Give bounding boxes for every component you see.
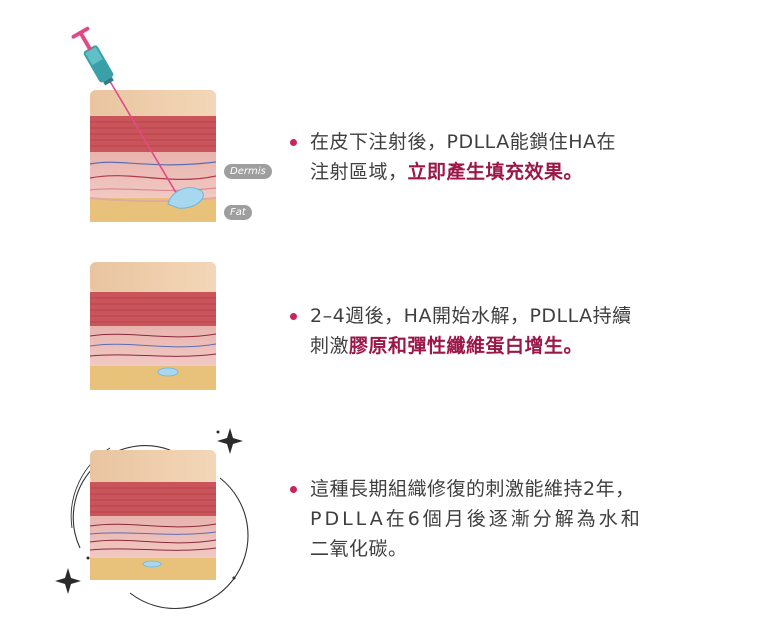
skin-layers-icon (89, 90, 217, 222)
syringe-icon (71, 26, 179, 197)
skin-cross-section-regeneration (55, 428, 249, 610)
step-3-text: 這種長期組織修復的刺激能維持2年， PDLLA在6個月後逐漸分解為水和 二氧化碳… (290, 474, 643, 564)
step-1-line-1: 在皮下注射後，PDLLA能鎖住HA在 (310, 131, 616, 153)
step-2-line-1: 2–4週後，HA開始水解，PDLLA持續 (310, 305, 632, 327)
step-2-line-2-text: 刺激 (310, 335, 350, 357)
fat-label: Fat (224, 205, 252, 220)
skin-cross-section-hydrolysis (90, 262, 216, 390)
ha-droplet-icon (157, 367, 179, 377)
bullet-dot (290, 139, 297, 146)
step-3-line-3: 二氧化碳。 (310, 538, 408, 560)
sparkle-icon (55, 428, 243, 594)
step-3-line-2: PDLLA在6個月後逐漸分解為水和 (310, 508, 643, 530)
dermis-label: Dermis (224, 164, 272, 179)
step-2: 2–4週後，HA開始水解，PDLLA持續 刺激膠原和彈性纖維蛋白增生。 (0, 250, 776, 400)
skin-layers-icon (90, 262, 216, 390)
ha-droplet-icon (167, 187, 204, 209)
bullet-dot (290, 486, 297, 493)
step-3: 這種長期組織修復的刺激能維持2年， PDLLA在6個月後逐漸分解為水和 二氧化碳… (0, 420, 776, 619)
step-3-line-1: 這種長期組織修復的刺激能維持2年， (310, 478, 635, 500)
ha-droplet-icon (142, 560, 162, 568)
step-1-text: 在皮下注射後，PDLLA能鎖住HA在 注射區域，立即產生填充效果。 (290, 127, 616, 187)
step-2-text: 2–4週後，HA開始水解，PDLLA持續 刺激膠原和彈性纖維蛋白增生。 (290, 301, 632, 361)
skin-cross-section-injection (71, 26, 217, 222)
skin-layers-icon (89, 450, 217, 580)
step-2-highlight: 膠原和彈性纖維蛋白增生。 (349, 335, 584, 357)
bullet-dot (290, 313, 297, 320)
step-1-line-2: 注射區域，立即產生填充效果。 (310, 157, 616, 187)
step-2-line-2: 刺激膠原和彈性纖維蛋白增生。 (310, 331, 632, 361)
step-1-line-2-text: 注射區域， (310, 161, 408, 183)
step-1: Dermis Fat 在皮下注射後，PDLLA能鎖住HA在 注射區域，立即產生填… (0, 0, 776, 240)
step-1-highlight: 立即產生填充效果。 (407, 161, 584, 183)
